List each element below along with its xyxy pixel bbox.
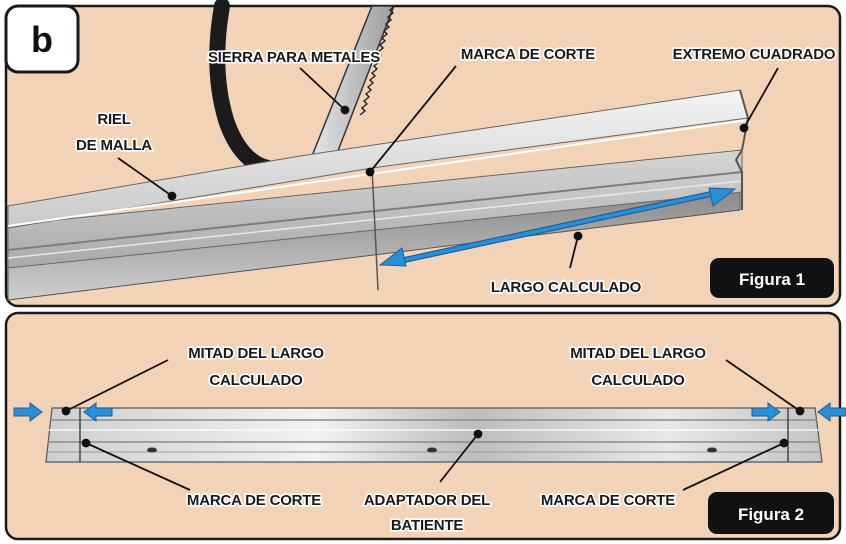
cut-mark-line <box>371 167 379 291</box>
figure-2-leaders <box>61 359 805 491</box>
threshold-adapter <box>45 407 823 463</box>
figure-2-panel: MITAD DEL LARGO CALCULADO MITAD DEL LARG… <box>4 311 846 541</box>
label-half-left-line1: MITAD DEL LARGO <box>188 345 324 362</box>
section-letter-box <box>4 4 80 74</box>
arrow-left-inner <box>83 402 113 422</box>
label-half-right-line1: MITAD DEL LARGO <box>570 345 706 362</box>
screw-hole <box>147 447 157 453</box>
arrow-right-inner <box>751 402 781 422</box>
label-half-right-line2: CALCULADO <box>591 372 685 389</box>
screw-hole <box>427 447 437 453</box>
label-hacksaw: SIERRA PARA METALES <box>208 49 380 66</box>
section-letter: b <box>31 19 53 60</box>
label-screen-rail-line1: RIEL <box>97 111 130 128</box>
label-screen-rail-line2: DE MALLA <box>76 137 152 154</box>
screw-hole <box>707 447 717 453</box>
half-length-arrows <box>13 402 846 422</box>
figure-1-badge <box>710 258 834 298</box>
hacksaw-teeth <box>359 5 395 116</box>
label-half-left-line2: CALCULADO <box>209 372 303 389</box>
arrow-right-outer <box>817 402 846 422</box>
label-cut-mark-right: MARCA DE CORTE <box>541 492 675 509</box>
hacksaw-frame <box>209 0 276 176</box>
label-cut-mark: MARCA DE CORTE <box>461 46 595 63</box>
label-cut-mark-left: MARCA DE CORTE <box>187 492 321 509</box>
figure-1-badge-text: Figura 1 <box>739 270 805 289</box>
rail-edge-highlight <box>7 119 749 227</box>
arrow-left-outer <box>13 402 43 422</box>
calculated-length-arrowhead-right <box>708 187 737 207</box>
rail-groove-line <box>7 171 743 251</box>
calculated-length-arrowhead-left <box>378 247 407 267</box>
figure-1-leaders <box>117 65 779 269</box>
figure-2-badge <box>708 492 834 534</box>
figure-2-badge-text: Figura 2 <box>738 505 804 524</box>
label-square-end: EXTREMO CUADRADO <box>673 46 836 63</box>
square-end-profile <box>734 89 750 210</box>
label-calculated-length: LARGO CALCULADO <box>491 279 642 296</box>
label-adapter-line2: BATIENTE <box>391 517 463 534</box>
figure-1-panel: b SIERRA PARA METALES MARCA DE CORTE EXT… <box>4 0 842 308</box>
label-adapter-line1: ADAPTADOR DEL <box>364 492 490 509</box>
